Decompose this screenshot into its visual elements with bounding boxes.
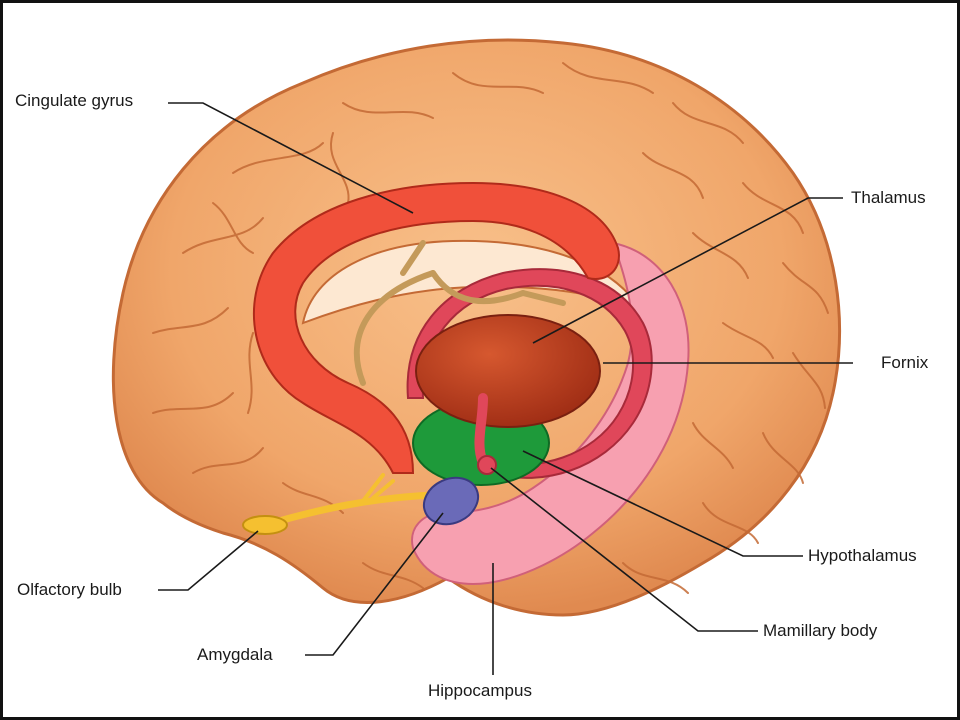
olfactory-tract — [261, 491, 437, 529]
olfactory-bulb-shape — [242, 515, 288, 535]
label-olfactory-bulb: Olfactory bulb — [17, 580, 122, 599]
leader-cingulate-gyrus — [168, 102, 414, 214]
fornix-column — [474, 393, 488, 468]
olfactory-branch — [361, 473, 395, 503]
label-hippocampus: Hippocampus — [428, 681, 532, 700]
label-mamillary-body: Mamillary body — [763, 621, 878, 640]
label-cingulate-gyrus: Cingulate gyrus — [15, 91, 134, 110]
fiber-tracts — [353, 240, 566, 386]
label-amygdala: Amygdala — [197, 645, 273, 664]
label-hypothalamus: Hypothalamus — [808, 546, 917, 565]
mamillary-body-shape — [477, 455, 497, 475]
leader-lines — [158, 102, 853, 675]
leader-olfactory-bulb — [158, 530, 259, 591]
leader-amygdala — [305, 512, 444, 656]
label-thalamus: Thalamus — [851, 188, 926, 207]
leader-hypothalamus — [522, 450, 803, 557]
cortex-sulci — [152, 62, 829, 594]
hippocampus-shape — [411, 241, 690, 585]
limbic-system-illustration — [111, 38, 853, 675]
cingulate-gyrus-shape — [252, 181, 620, 474]
amygdala-shape — [422, 476, 480, 526]
thalamus-shape — [415, 314, 601, 428]
leader-mamillary-body — [490, 467, 758, 632]
leader-thalamus — [532, 197, 843, 344]
label-fornix: Fornix — [881, 353, 929, 372]
